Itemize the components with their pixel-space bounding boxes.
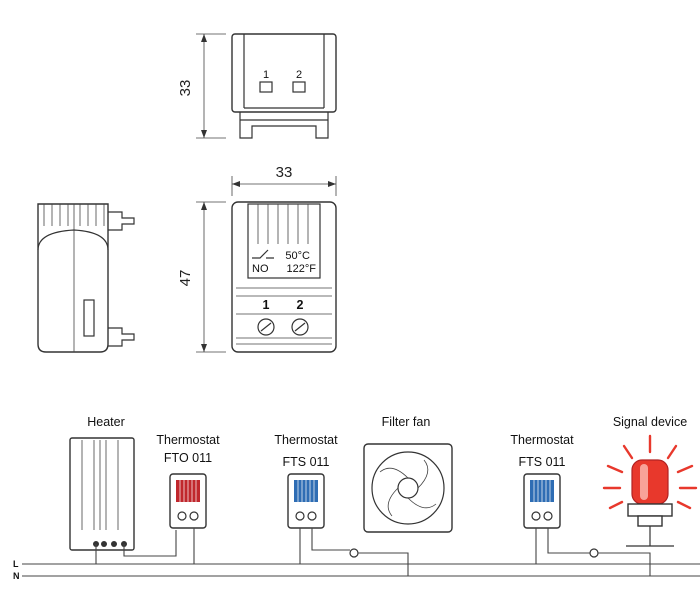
temp-celsius: 50°C xyxy=(285,250,310,262)
side-view-body xyxy=(37,203,109,353)
thermostat-3-model: FTS 011 xyxy=(518,455,565,469)
top-height-label: 33 xyxy=(177,80,194,97)
thermostat-3-label: Thermostat xyxy=(510,433,574,447)
top-terminal-1: 1 xyxy=(263,69,269,81)
thermostat-2-model: FTS 011 xyxy=(282,455,329,469)
heater-body xyxy=(69,437,135,551)
signal-glow xyxy=(602,434,698,510)
top-view: 33 1 2 xyxy=(177,33,337,139)
top-view-body xyxy=(231,33,337,113)
fan-plug-icon xyxy=(349,548,359,558)
front-terminal-1: 1 xyxy=(263,298,270,312)
signal-lamp-base xyxy=(627,503,673,517)
thermostat-1-label: Thermostat xyxy=(156,433,220,447)
no-label: NO xyxy=(252,263,269,275)
top-terminal-2: 2 xyxy=(296,69,302,81)
filter-fan-label: Filter fan xyxy=(382,415,431,429)
front-terminal-2: 2 xyxy=(297,298,304,312)
heater-terminal-2-icon xyxy=(101,541,107,547)
wiring-section: L N Heater Thermostat FTO 011 xyxy=(13,415,700,581)
signal-plug-icon xyxy=(589,548,599,558)
front-view: 33 47 50°C NO 122°F 1 2 xyxy=(177,164,337,353)
thermostat-1-model: FTO 011 xyxy=(164,451,212,465)
temp-fahrenheit: 122°F xyxy=(287,263,317,275)
signal-device-label: Signal device xyxy=(613,415,687,429)
thermostat-dial xyxy=(247,203,321,279)
thermostat-2-label: Thermostat xyxy=(274,433,338,447)
heater-label: Heater xyxy=(87,415,125,429)
din-rail-clip xyxy=(239,112,329,139)
signal-lamp xyxy=(631,459,669,505)
screw-terminal-2-icon xyxy=(291,318,309,336)
front-width-label: 33 xyxy=(276,164,293,181)
front-height-label: 47 xyxy=(177,270,194,287)
side-hook-top xyxy=(108,211,135,231)
line-l-label: L xyxy=(13,559,19,569)
screw-terminal-1-icon xyxy=(257,318,275,336)
filter-fan-body xyxy=(363,443,453,533)
switch-symbol-icon xyxy=(252,249,274,259)
line-n-label: N xyxy=(13,571,20,581)
side-view xyxy=(37,203,135,353)
side-hook-bottom xyxy=(108,327,135,347)
